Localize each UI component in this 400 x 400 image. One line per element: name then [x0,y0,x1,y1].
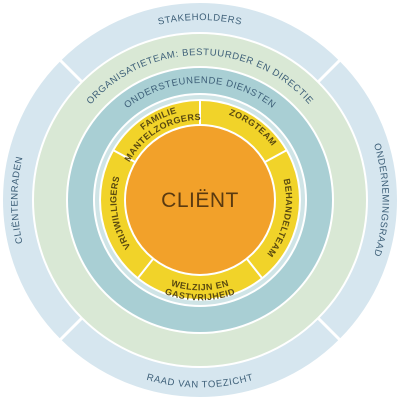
segment-dividers [112,100,288,279]
label-stakeholders: STAKEHOLDERS [157,12,243,28]
outer-ring-dividers [58,58,342,342]
label-clientenraden: CLIËNTENRADEN [9,155,25,245]
center-label: CLIËNT [161,189,239,212]
segment-welzijn: WELZIJN EN [170,278,230,293]
center-circle [124,124,276,276]
